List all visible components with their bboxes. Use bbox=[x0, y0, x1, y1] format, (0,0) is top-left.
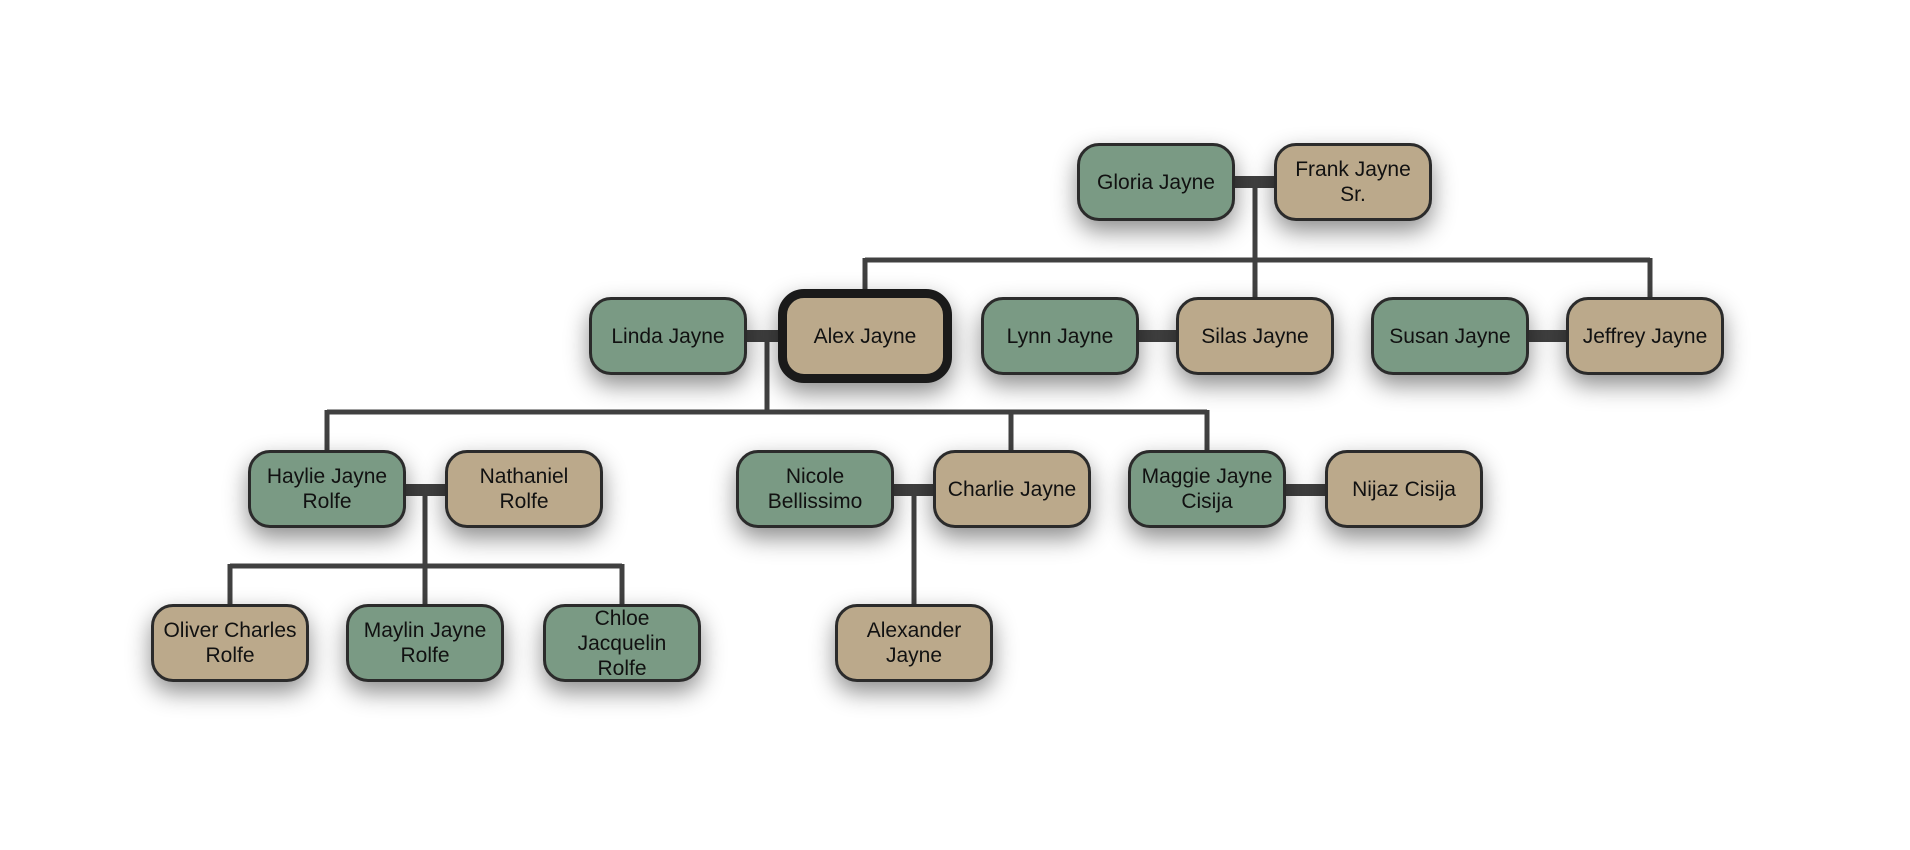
person-node[interactable]: Maylin Jayne Rolfe bbox=[346, 604, 504, 682]
person-node[interactable]: Alexander Jayne bbox=[835, 604, 993, 682]
person-name: Susan Jayne bbox=[1389, 324, 1511, 348]
person-name: Nicole Bellissimo bbox=[767, 465, 863, 513]
person-name: Maylin Jayne Rolfe bbox=[363, 619, 487, 667]
person-name: Jeffrey Jayne bbox=[1582, 324, 1708, 348]
person-node[interactable]: Nicole Bellissimo bbox=[736, 450, 894, 528]
person-name: Lynn Jayne bbox=[1006, 324, 1114, 348]
person-node[interactable]: Silas Jayne bbox=[1176, 297, 1334, 375]
person-node[interactable]: Susan Jayne bbox=[1371, 297, 1529, 375]
person-name: Nathaniel Rolfe bbox=[479, 465, 569, 513]
person-node[interactable]: Oliver Charles Rolfe bbox=[151, 604, 309, 682]
person-name: Nijaz Cisija bbox=[1352, 477, 1456, 501]
person-node[interactable]: Lynn Jayne bbox=[981, 297, 1139, 375]
person-name: Charlie Jayne bbox=[947, 477, 1077, 501]
person-node[interactable]: Gloria Jayne bbox=[1077, 143, 1235, 221]
person-node[interactable]: Nijaz Cisija bbox=[1325, 450, 1483, 528]
person-node[interactable]: Jeffrey Jayne bbox=[1566, 297, 1724, 375]
person-name: Oliver Charles Rolfe bbox=[163, 619, 297, 667]
person-node[interactable]: Nathaniel Rolfe bbox=[445, 450, 603, 528]
person-name: Maggie Jayne Cisija bbox=[1141, 465, 1273, 513]
person-name: Alex Jayne bbox=[813, 324, 917, 348]
person-node[interactable]: Linda Jayne bbox=[589, 297, 747, 375]
person-name: Chloe Jacquelin Rolfe bbox=[577, 606, 667, 680]
person-node[interactable]: Frank Jayne Sr. bbox=[1274, 143, 1432, 221]
person-node[interactable]: Haylie Jayne Rolfe bbox=[248, 450, 406, 528]
person-name: Alexander Jayne bbox=[866, 619, 962, 667]
person-name: Silas Jayne bbox=[1201, 324, 1309, 348]
person-name: Frank Jayne Sr. bbox=[1295, 158, 1411, 206]
person-node[interactable]: Maggie Jayne Cisija bbox=[1128, 450, 1286, 528]
person-node-selected[interactable]: Alex Jayne bbox=[778, 289, 952, 383]
person-name: Gloria Jayne bbox=[1097, 170, 1215, 194]
person-node[interactable]: Chloe Jacquelin Rolfe bbox=[543, 604, 701, 682]
person-node[interactable]: Charlie Jayne bbox=[933, 450, 1091, 528]
person-name: Haylie Jayne Rolfe bbox=[266, 465, 388, 513]
person-name: Linda Jayne bbox=[611, 324, 725, 348]
